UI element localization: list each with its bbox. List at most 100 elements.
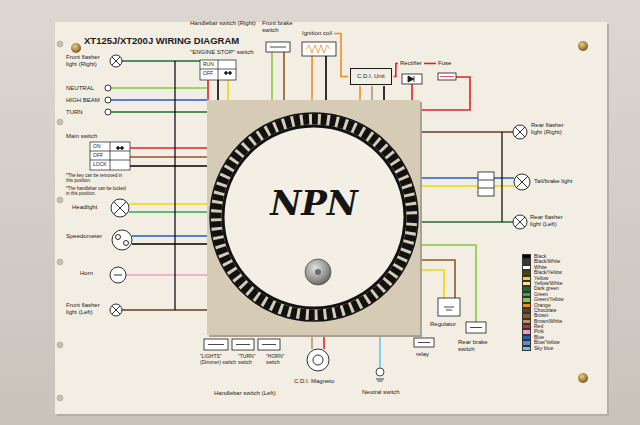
lamp-symbol bbox=[515, 217, 525, 227]
part-label: HIGH BEAM bbox=[66, 97, 100, 104]
rectifier-symbol bbox=[402, 74, 422, 84]
regulator-symbol bbox=[438, 298, 460, 316]
component-label: relay bbox=[416, 351, 429, 358]
wire bbox=[129, 203, 207, 205]
brake-switch-symbol bbox=[266, 42, 290, 52]
component-label: Rear flasher light (Right) bbox=[531, 122, 575, 136]
relay-symbol bbox=[418, 342, 430, 343]
component-label: Ignition coil bbox=[302, 30, 332, 37]
wire bbox=[111, 87, 207, 89]
horn-symbol bbox=[110, 267, 126, 283]
pin bbox=[71, 41, 588, 383]
lamp-symbol bbox=[513, 215, 527, 229]
sticker bbox=[223, 126, 405, 308]
connector-block bbox=[478, 180, 494, 188]
switch-table bbox=[225, 72, 228, 75]
legend-entry: Sky blue bbox=[522, 346, 564, 351]
wire bbox=[501, 132, 502, 222]
binder-holes bbox=[57, 259, 63, 265]
switch-box bbox=[208, 344, 276, 345]
regulator-symbol bbox=[438, 298, 460, 316]
binder-holes bbox=[57, 41, 63, 401]
wire bbox=[418, 131, 513, 133]
switch-table bbox=[229, 72, 232, 75]
lamp-symbol bbox=[110, 55, 122, 67]
wire bbox=[359, 86, 361, 100]
part-label: *The handlebar can be locked in this pos… bbox=[66, 186, 130, 196]
pin bbox=[578, 373, 588, 383]
component-name: "ENGINE STOP" switch bbox=[190, 49, 256, 56]
horn-symbol bbox=[114, 275, 122, 276]
brake-switch-symbol bbox=[266, 42, 290, 52]
wire-connector bbox=[424, 63, 436, 65]
component-name: relay bbox=[416, 351, 429, 358]
wire bbox=[311, 56, 313, 100]
speedometer-symbol bbox=[112, 230, 132, 250]
component-name: Tail/brake light bbox=[534, 178, 572, 185]
speedometer-symbol bbox=[124, 241, 129, 246]
washer bbox=[305, 259, 331, 285]
lamp-symbol bbox=[112, 306, 120, 314]
fuse-symbol bbox=[438, 73, 456, 80]
wire bbox=[418, 260, 455, 298]
component-name: Main switch bbox=[66, 133, 97, 140]
magneto-symbol bbox=[307, 349, 329, 371]
wire bbox=[122, 309, 207, 311]
component-name: Handlebar switch (Left) bbox=[214, 390, 276, 397]
component-name: Speedometer bbox=[66, 233, 102, 240]
wire bbox=[132, 235, 207, 237]
diagram-title: XT125J/XT200J WIRING DIAGRAM bbox=[84, 35, 239, 46]
lamp-symbol bbox=[114, 202, 126, 214]
lamp-symbol bbox=[110, 304, 122, 316]
wire bbox=[411, 84, 413, 100]
wire bbox=[111, 111, 207, 113]
relay-symbol bbox=[414, 338, 434, 347]
component-label: Front flasher light (Left) bbox=[66, 302, 110, 316]
lamp-symbol bbox=[515, 127, 525, 137]
legend: BlackBlack/WhiteWhiteBlack/YellowYellowY… bbox=[522, 254, 564, 351]
part-label: NEUTRAL bbox=[66, 85, 94, 92]
component-name: Rear flasher light (Right) bbox=[531, 122, 575, 136]
component-label: Rectifier bbox=[400, 60, 422, 67]
legend-swatch bbox=[522, 346, 531, 351]
brake-switch-symbol bbox=[466, 322, 486, 333]
fuse-symbol bbox=[438, 73, 456, 80]
component-label: Front brake switch bbox=[262, 20, 294, 34]
sticker bbox=[207, 100, 420, 335]
pin bbox=[578, 41, 588, 51]
component-name: Rear brake switch bbox=[458, 339, 488, 353]
component-label: Neutral switch bbox=[362, 389, 400, 396]
lamp-symbol bbox=[516, 176, 528, 188]
part-label: OFF bbox=[93, 153, 103, 159]
switch-table bbox=[200, 60, 236, 80]
washer bbox=[305, 259, 331, 285]
wire bbox=[174, 61, 175, 310]
binder-holes bbox=[57, 342, 63, 348]
logo-text: NPN bbox=[270, 186, 358, 220]
wire bbox=[130, 165, 207, 167]
relay-symbol bbox=[414, 338, 434, 347]
pin bbox=[71, 43, 81, 53]
lamp-symbol bbox=[514, 174, 530, 190]
wire bbox=[283, 52, 285, 100]
lamp-symbol bbox=[513, 125, 527, 139]
paper bbox=[55, 22, 607, 414]
rectifier-symbol bbox=[408, 76, 414, 82]
wire bbox=[130, 147, 207, 149]
part-label: RUN bbox=[203, 62, 214, 68]
component-label: C.D.I. Magneto bbox=[294, 378, 334, 385]
part-label: *The key can be removed in this position… bbox=[66, 173, 130, 183]
component-label: Tail/brake light bbox=[534, 178, 572, 185]
component-label: Handlebar switch (Left) bbox=[214, 390, 276, 397]
switch-table bbox=[200, 60, 236, 80]
component-box: C.D.I. Unit bbox=[350, 68, 392, 85]
switch-box bbox=[204, 339, 280, 350]
lamp-symbol bbox=[105, 97, 111, 103]
wire bbox=[217, 80, 219, 100]
washer bbox=[315, 269, 321, 275]
component-label: Handlebar switch (Right)"ENGINE STOP" sw… bbox=[190, 20, 256, 56]
rectifier-symbol bbox=[402, 74, 422, 84]
part-label: ON bbox=[93, 144, 101, 150]
